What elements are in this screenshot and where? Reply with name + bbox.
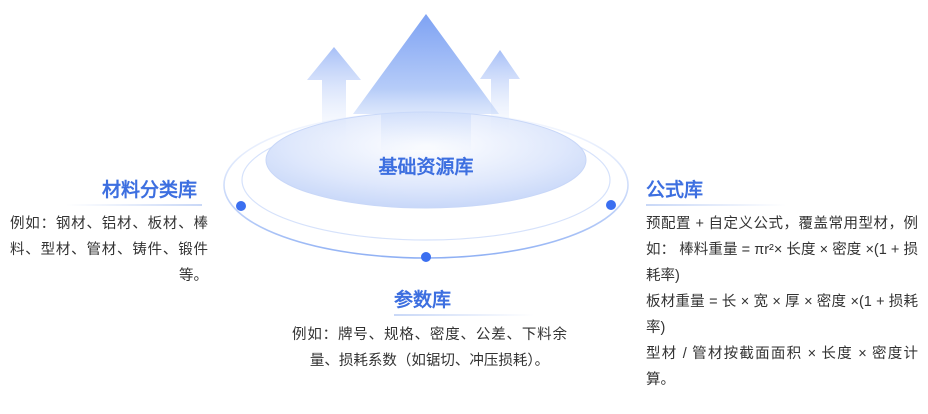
big-up-arrow xyxy=(353,14,499,150)
connector-dot-left xyxy=(236,201,246,211)
formula-library-description: 预配置 + 自定义公式，覆盖常用型材，例如： 棒料重量 = πr²× 长度 × … xyxy=(646,211,918,393)
material-library-title: 材料分类库 xyxy=(102,180,198,201)
material-title-underline xyxy=(66,204,202,206)
material-library-description: 例如：钢材、铝材、板材、棒料、型材、管材、铸件、锻件等。 xyxy=(10,216,208,284)
connector-dot-bottom xyxy=(421,252,431,262)
parameter-library-description: 例如：牌号、规格、密度、公差、下料余量、损耗系数（如锯切、冲压损耗）。 xyxy=(292,327,567,369)
small-right-arrow xyxy=(480,50,520,135)
parameter-title-underline xyxy=(394,314,534,316)
formula-library-title: 公式库 xyxy=(646,180,704,201)
formula-line-profile-weight: 型材 / 管材按截面面积 × 长度 × 密度计算。 xyxy=(646,346,918,388)
small-left-arrow xyxy=(307,47,361,140)
parameter-library-title: 参数库 xyxy=(394,290,452,311)
connector-dot-right xyxy=(606,200,616,210)
formula-line-rod-weight: 预配置 + 自定义公式，覆盖常用型材，例如： 棒料重量 = πr²× 长度 × … xyxy=(646,216,918,284)
formula-title-underline xyxy=(646,204,786,206)
formula-line-plate-weight: 板材重量 = 长 × 宽 × 厚 × 密度 ×(1 + 损耗率) xyxy=(646,294,918,336)
center-title: 基础资源库 xyxy=(378,157,474,178)
